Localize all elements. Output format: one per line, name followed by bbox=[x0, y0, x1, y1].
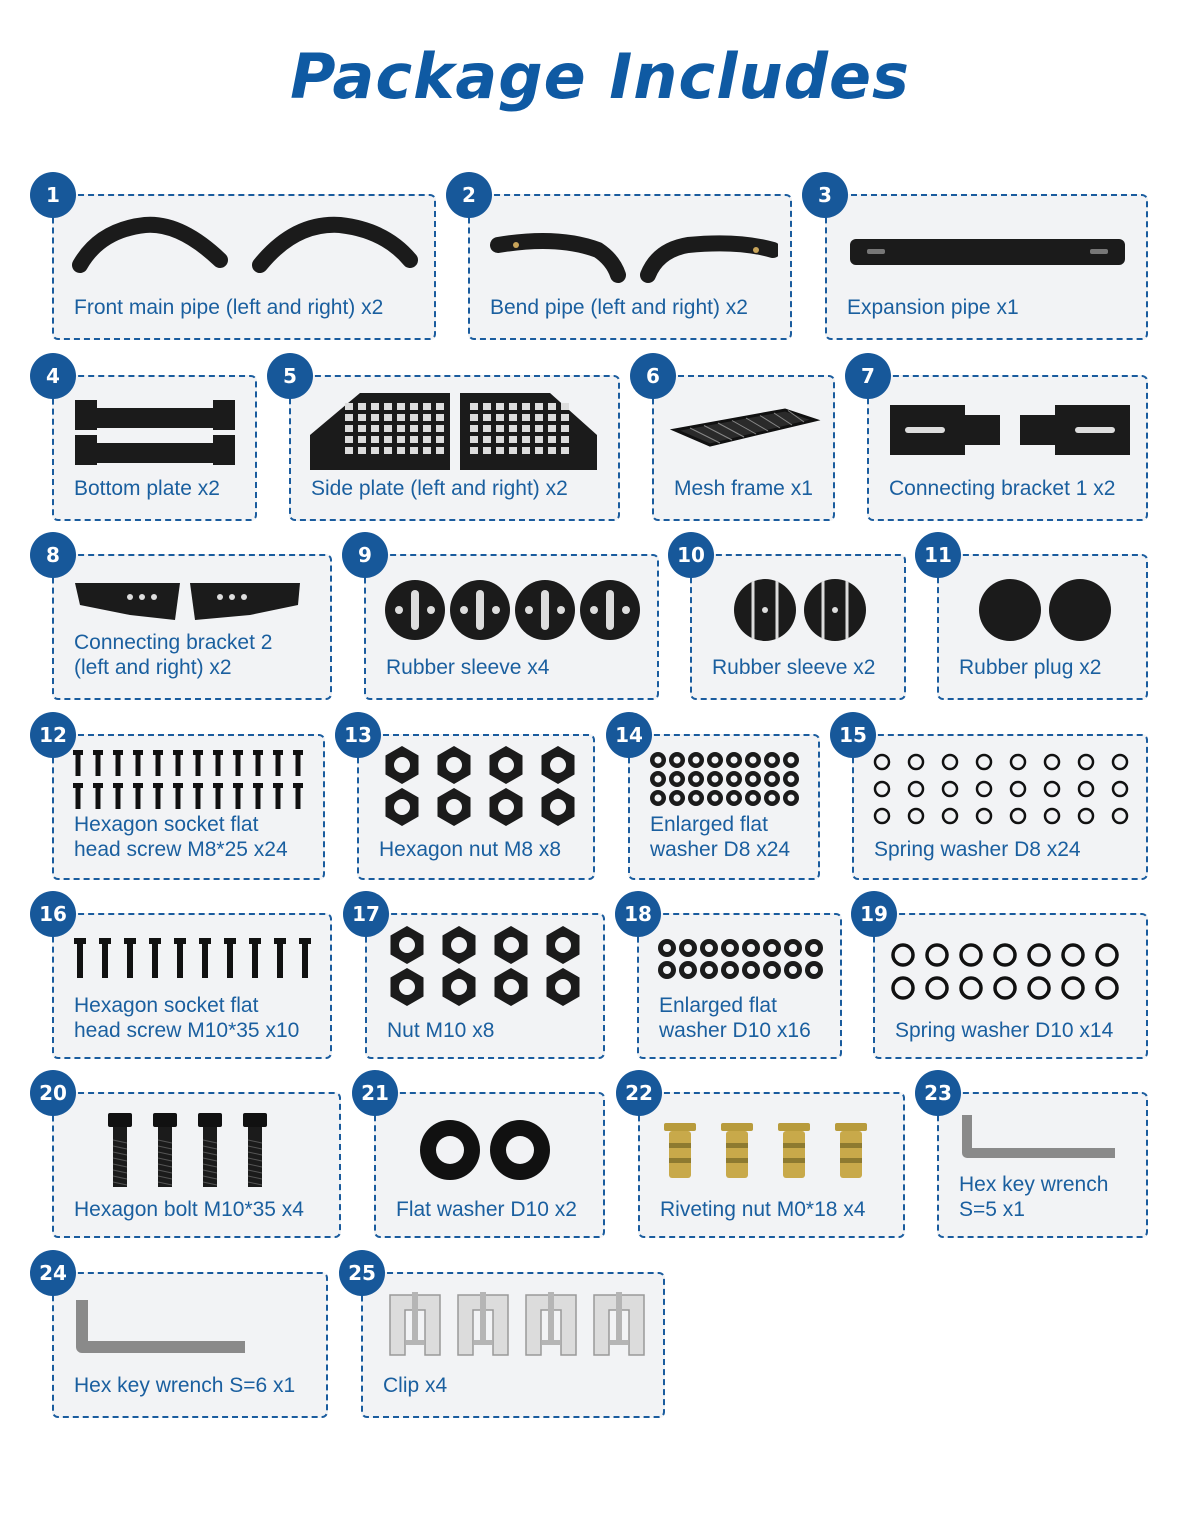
page-title: Package Includes bbox=[290, 40, 910, 113]
item-card-6 bbox=[652, 375, 835, 521]
item-number-badge-21: 21 bbox=[352, 1070, 398, 1116]
item-image-18 bbox=[655, 935, 825, 985]
item-label-5: Side plate (left and right) x2 bbox=[311, 477, 568, 500]
item-label-12: Hexagon socket flat head screw M8*25 x24 bbox=[74, 813, 288, 861]
item-label-8: Connecting bracket 2 (left and right) x2 bbox=[74, 631, 273, 679]
item-image-9 bbox=[380, 575, 650, 645]
item-number-badge-20: 20 bbox=[30, 1070, 76, 1116]
item-number-badge-18: 18 bbox=[615, 891, 661, 937]
item-image-19 bbox=[890, 940, 1130, 1000]
item-card-3 bbox=[825, 194, 1148, 340]
item-card-21 bbox=[374, 1092, 605, 1238]
item-image-13 bbox=[380, 745, 580, 830]
item-number-badge-4: 4 bbox=[30, 353, 76, 399]
item-card-18 bbox=[637, 913, 842, 1059]
item-number-badge-15: 15 bbox=[830, 712, 876, 758]
item-number-badge-1: 1 bbox=[30, 172, 76, 218]
item-number-badge-23: 23 bbox=[915, 1070, 961, 1116]
item-number-badge-25: 25 bbox=[339, 1250, 385, 1296]
item-number-badge-12: 12 bbox=[30, 712, 76, 758]
item-number-badge-22: 22 bbox=[616, 1070, 662, 1116]
item-label-13: Hexagon nut M8 x8 bbox=[379, 838, 562, 861]
item-number-badge-19: 19 bbox=[851, 891, 897, 937]
item-label-11: Rubber plug x2 bbox=[959, 656, 1102, 679]
item-label-17: Nut M10 x8 bbox=[387, 1019, 495, 1042]
item-number-badge-13: 13 bbox=[335, 712, 381, 758]
item-label-2: Bend pipe (left and right) x2 bbox=[490, 296, 748, 319]
item-number-badge-16: 16 bbox=[30, 891, 76, 937]
item-number-badge-11: 11 bbox=[915, 532, 961, 578]
item-label-3: Expansion pipe x1 bbox=[847, 296, 1019, 319]
item-image-24 bbox=[70, 1295, 255, 1355]
item-image-20 bbox=[100, 1110, 290, 1190]
item-card-1 bbox=[52, 194, 436, 340]
item-image-8 bbox=[70, 575, 310, 625]
item-label-16: Hexagon socket flat head screw M10*35 x1… bbox=[74, 994, 300, 1042]
item-image-16 bbox=[70, 935, 315, 980]
item-number-badge-2: 2 bbox=[446, 172, 492, 218]
item-number-badge-17: 17 bbox=[343, 891, 389, 937]
item-card-20 bbox=[52, 1092, 341, 1238]
item-card-11 bbox=[937, 554, 1148, 700]
item-label-19: Spring washer D10 x14 bbox=[895, 1019, 1114, 1042]
item-image-14 bbox=[648, 750, 803, 810]
item-number-badge-10: 10 bbox=[668, 532, 714, 578]
item-label-22: Riveting nut M0*18 x4 bbox=[660, 1198, 866, 1221]
item-image-25 bbox=[380, 1290, 650, 1365]
item-label-14: Enlarged flat washer D8 x24 bbox=[650, 813, 791, 861]
item-image-3 bbox=[845, 225, 1130, 280]
item-image-15 bbox=[870, 750, 1135, 825]
item-label-18: Enlarged flat washer D10 x16 bbox=[659, 994, 811, 1042]
item-label-15: Spring washer D8 x24 bbox=[874, 838, 1081, 861]
item-image-6 bbox=[665, 395, 825, 455]
item-number-badge-9: 9 bbox=[342, 532, 388, 578]
item-label-1: Front main pipe (left and right) x2 bbox=[74, 296, 384, 319]
item-label-9: Rubber sleeve x4 bbox=[386, 656, 550, 679]
item-image-17 bbox=[385, 925, 585, 1010]
item-number-badge-8: 8 bbox=[30, 532, 76, 578]
item-image-4 bbox=[70, 390, 240, 470]
item-number-badge-14: 14 bbox=[606, 712, 652, 758]
item-image-21 bbox=[415, 1115, 565, 1185]
item-number-badge-3: 3 bbox=[802, 172, 848, 218]
item-image-5 bbox=[305, 385, 605, 475]
item-label-4: Bottom plate x2 bbox=[74, 477, 220, 500]
item-number-badge-7: 7 bbox=[845, 353, 891, 399]
item-label-6: Mesh frame x1 bbox=[674, 477, 813, 500]
item-image-10 bbox=[730, 575, 870, 645]
item-label-7: Connecting bracket 1 x2 bbox=[889, 477, 1116, 500]
item-image-1 bbox=[70, 210, 420, 285]
item-label-21: Flat washer D10 x2 bbox=[396, 1198, 577, 1221]
item-label-24: Hex key wrench S=6 x1 bbox=[74, 1374, 296, 1397]
item-image-11 bbox=[975, 575, 1115, 645]
item-label-23: Hex key wrench S=5 x1 bbox=[959, 1173, 1109, 1221]
item-image-23 bbox=[955, 1110, 1125, 1165]
item-image-2 bbox=[488, 220, 781, 285]
item-card-10 bbox=[690, 554, 906, 700]
item-label-25: Clip x4 bbox=[383, 1374, 448, 1397]
item-image-12 bbox=[70, 745, 310, 815]
item-number-badge-6: 6 bbox=[630, 353, 676, 399]
item-label-10: Rubber sleeve x2 bbox=[712, 656, 876, 679]
item-image-22 bbox=[660, 1118, 885, 1183]
item-card-8 bbox=[52, 554, 332, 700]
item-number-badge-5: 5 bbox=[267, 353, 313, 399]
item-card-23 bbox=[937, 1092, 1148, 1238]
item-card-15 bbox=[852, 734, 1148, 880]
item-card-2 bbox=[468, 194, 792, 340]
item-label-20: Hexagon bolt M10*35 x4 bbox=[74, 1198, 304, 1221]
item-card-19 bbox=[873, 913, 1148, 1059]
item-card-16 bbox=[52, 913, 332, 1059]
item-number-badge-24: 24 bbox=[30, 1250, 76, 1296]
item-image-7 bbox=[885, 400, 1135, 455]
